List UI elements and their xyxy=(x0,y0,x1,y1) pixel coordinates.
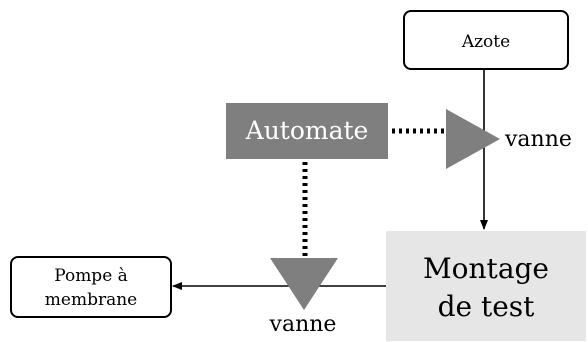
montage-label-line2: de test xyxy=(438,290,536,323)
montage-node: Montage de test xyxy=(386,231,586,341)
montage-label-line1: Montage xyxy=(423,252,549,285)
azote-label: Azote xyxy=(461,32,510,52)
valve-icon xyxy=(446,109,500,169)
top-valve: vanne xyxy=(446,109,572,169)
pompe-box xyxy=(10,256,172,318)
automate-label: Automate xyxy=(245,116,369,145)
pompe-label-line2: membrane xyxy=(45,290,137,310)
azote-box xyxy=(403,10,569,70)
montage-box xyxy=(386,231,586,341)
automate-node: Automate xyxy=(226,103,388,159)
pompe-node: Pompe à membrane xyxy=(10,256,172,318)
top-valve-label: vanne xyxy=(504,127,572,152)
bottom-valve-label: vanne xyxy=(269,312,337,337)
bottom-valve: vanne xyxy=(269,258,338,337)
pompe-label-line1: Pompe à xyxy=(54,266,128,286)
azote-node: Azote xyxy=(403,10,569,70)
valve-icon xyxy=(270,258,338,310)
automate-box xyxy=(226,103,388,159)
